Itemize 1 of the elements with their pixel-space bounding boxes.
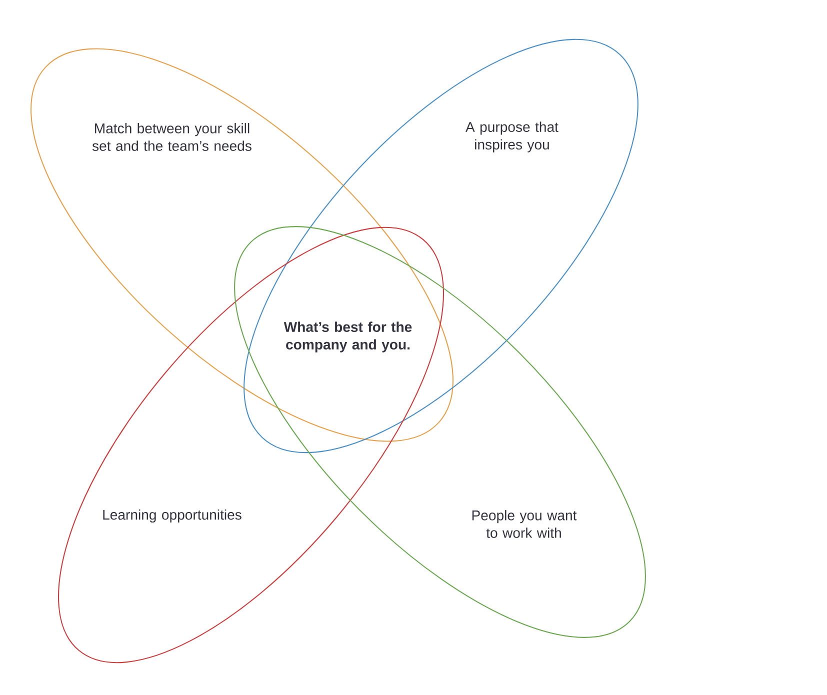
center-label: What’s best for the company and you. bbox=[284, 322, 412, 352]
